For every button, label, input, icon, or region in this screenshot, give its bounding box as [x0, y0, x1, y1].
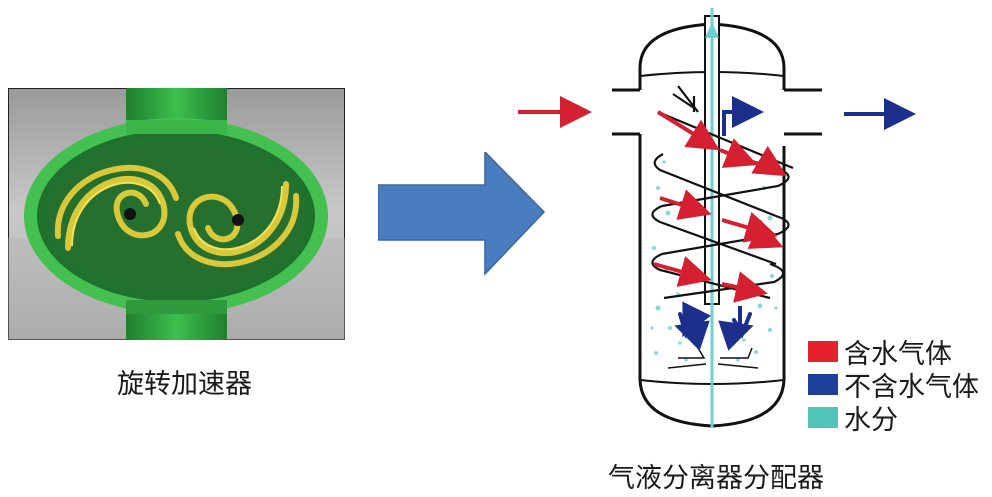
teal-swatch [808, 406, 838, 428]
legend-label: 不含水气体 [844, 371, 979, 403]
gas-liquid-separator-diagram [518, 8, 916, 428]
left-caption: 旋转加速器 [117, 369, 252, 400]
legend-label: 含水气体 [844, 338, 952, 370]
right-caption: 气液分离器分配器 [608, 463, 824, 494]
legend-item-dry-gas: 不含水气体 [808, 369, 979, 403]
legend-item-water: 水分 [808, 402, 898, 436]
blue-swatch [808, 373, 838, 395]
rotary-accelerator-image [8, 88, 345, 340]
flow-direction-arrow [378, 152, 546, 276]
legend-item-wet-gas: 含水气体 [808, 336, 952, 370]
red-swatch [808, 340, 838, 362]
legend-label: 水分 [844, 404, 898, 436]
